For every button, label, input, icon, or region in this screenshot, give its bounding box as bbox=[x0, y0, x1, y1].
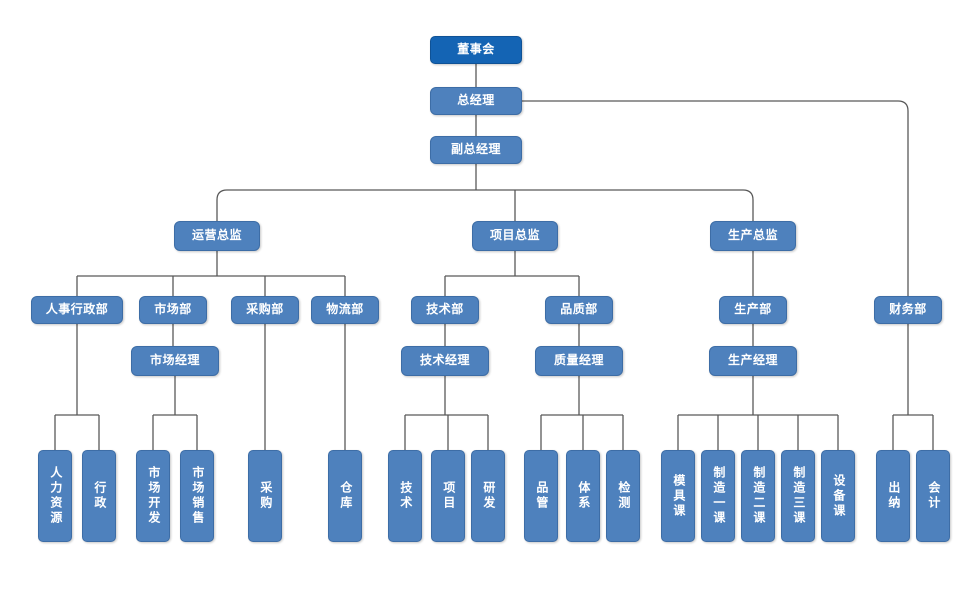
node-label-marketing-dept: 市场部 bbox=[154, 302, 192, 317]
node-label-manufacturing-2: 制造二课 bbox=[751, 466, 766, 526]
node-production-director[interactable]: 生产总监 bbox=[710, 221, 796, 251]
node-production-dept[interactable]: 生产部 bbox=[719, 296, 787, 324]
node-market-sales[interactable]: 市场销售 bbox=[180, 450, 214, 542]
node-system[interactable]: 体系 bbox=[566, 450, 600, 542]
node-accounting[interactable]: 会计 bbox=[916, 450, 950, 542]
node-label-system: 体系 bbox=[576, 481, 591, 511]
node-label-production-director: 生产总监 bbox=[727, 228, 778, 243]
node-label-market-sales: 市场销售 bbox=[190, 466, 205, 526]
node-label-mold-section: 模具课 bbox=[671, 473, 686, 519]
node-research-development[interactable]: 研发 bbox=[471, 450, 505, 542]
node-technology[interactable]: 技术 bbox=[388, 450, 422, 542]
node-manufacturing-1[interactable]: 制造一课 bbox=[701, 450, 735, 542]
node-board[interactable]: 董事会 bbox=[430, 36, 522, 64]
node-label-general-manager: 总经理 bbox=[457, 93, 495, 108]
node-administration[interactable]: 行政 bbox=[82, 450, 116, 542]
node-finance-dept[interactable]: 财务部 bbox=[874, 296, 942, 324]
node-label-administration: 行政 bbox=[92, 481, 107, 511]
node-label-tech-manager: 技术经理 bbox=[419, 353, 470, 368]
node-purchasing[interactable]: 采购 bbox=[248, 450, 282, 542]
node-equipment-section[interactable]: 设备课 bbox=[821, 450, 855, 542]
node-label-warehouse: 仓库 bbox=[338, 481, 353, 511]
node-mold-section[interactable]: 模具课 bbox=[661, 450, 695, 542]
node-quality-manager[interactable]: 质量经理 bbox=[535, 346, 623, 376]
node-tech-dept[interactable]: 技术部 bbox=[411, 296, 479, 324]
node-label-inspection: 检测 bbox=[616, 481, 631, 511]
node-tech-manager[interactable]: 技术经理 bbox=[401, 346, 489, 376]
node-marketing-dept[interactable]: 市场部 bbox=[139, 296, 207, 324]
node-label-board: 董事会 bbox=[457, 42, 495, 57]
node-quality-control[interactable]: 品管 bbox=[524, 450, 558, 542]
node-label-research-development: 研发 bbox=[481, 481, 496, 511]
node-manufacturing-3[interactable]: 制造三课 bbox=[781, 450, 815, 542]
node-label-hr-admin-dept: 人事行政部 bbox=[45, 302, 109, 317]
node-project[interactable]: 项目 bbox=[431, 450, 465, 542]
node-label-ops-director: 运营总监 bbox=[191, 228, 242, 243]
node-market-development[interactable]: 市场开发 bbox=[136, 450, 170, 542]
node-general-manager[interactable]: 总经理 bbox=[430, 87, 522, 115]
node-label-technology: 技术 bbox=[398, 481, 413, 511]
node-marketing-manager[interactable]: 市场经理 bbox=[131, 346, 219, 376]
node-label-marketing-manager: 市场经理 bbox=[149, 353, 200, 368]
node-label-quality-manager: 质量经理 bbox=[553, 353, 604, 368]
node-hr-admin-dept[interactable]: 人事行政部 bbox=[31, 296, 123, 324]
node-label-cashier: 出纳 bbox=[886, 481, 901, 511]
node-cashier[interactable]: 出纳 bbox=[876, 450, 910, 542]
node-inspection[interactable]: 检测 bbox=[606, 450, 640, 542]
node-warehouse[interactable]: 仓库 bbox=[328, 450, 362, 542]
node-label-equipment-section: 设备课 bbox=[831, 473, 846, 519]
node-label-purchasing: 采购 bbox=[258, 481, 273, 511]
node-purchasing-dept[interactable]: 采购部 bbox=[231, 296, 299, 324]
node-label-manufacturing-3: 制造三课 bbox=[791, 466, 806, 526]
node-logistics-dept[interactable]: 物流部 bbox=[311, 296, 379, 324]
node-label-human-resources: 人力资源 bbox=[48, 466, 63, 526]
node-label-project-director: 项目总监 bbox=[489, 228, 540, 243]
node-label-project: 项目 bbox=[441, 481, 456, 511]
node-deputy-general-manager[interactable]: 副总经理 bbox=[430, 136, 522, 164]
node-project-director[interactable]: 项目总监 bbox=[472, 221, 558, 251]
node-label-finance-dept: 财务部 bbox=[889, 302, 927, 317]
node-human-resources[interactable]: 人力资源 bbox=[38, 450, 72, 542]
node-ops-director[interactable]: 运营总监 bbox=[174, 221, 260, 251]
node-label-logistics-dept: 物流部 bbox=[326, 302, 364, 317]
node-label-quality-control: 品管 bbox=[534, 481, 549, 511]
node-label-production-dept: 生产部 bbox=[734, 302, 772, 317]
node-label-quality-dept: 品质部 bbox=[560, 302, 598, 317]
node-quality-dept[interactable]: 品质部 bbox=[545, 296, 613, 324]
node-label-manufacturing-1: 制造一课 bbox=[711, 466, 726, 526]
node-label-accounting: 会计 bbox=[926, 481, 941, 511]
node-label-production-manager: 生产经理 bbox=[727, 353, 778, 368]
node-production-manager[interactable]: 生产经理 bbox=[709, 346, 797, 376]
node-label-deputy-general-manager: 副总经理 bbox=[450, 142, 501, 157]
node-label-tech-dept: 技术部 bbox=[426, 302, 464, 317]
node-manufacturing-2[interactable]: 制造二课 bbox=[741, 450, 775, 542]
node-label-market-development: 市场开发 bbox=[146, 466, 161, 526]
node-label-purchasing-dept: 采购部 bbox=[246, 302, 284, 317]
